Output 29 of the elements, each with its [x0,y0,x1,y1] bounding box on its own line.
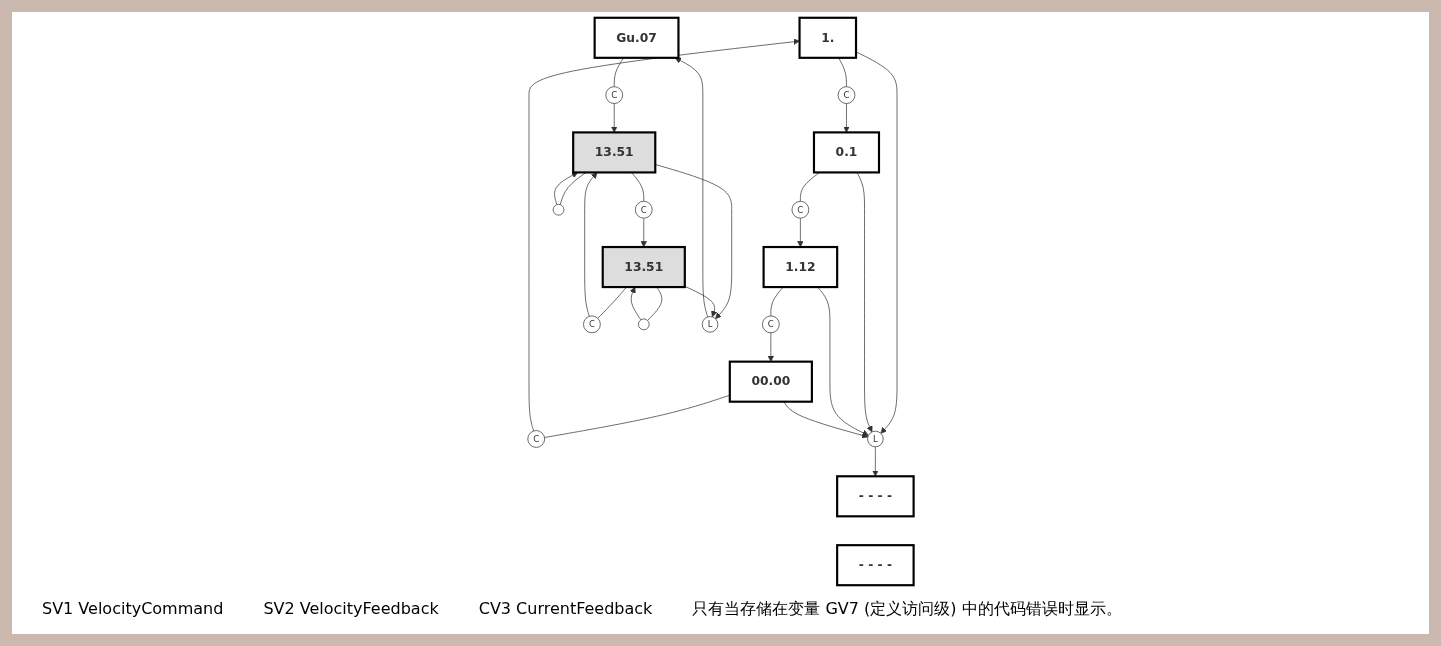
note-text: 只有当存储在变量 GV7 (定义访问级) 中的代码错误时显示。 [692,599,1122,620]
note-text: SV2 VelocityFeedback [263,599,439,618]
node-box: 1.12 [762,245,839,289]
node-box: 0.1 [812,131,880,174]
node-circle [552,203,565,216]
node-circle: C [761,315,780,334]
connector [613,57,624,88]
node-circle: L [867,430,884,448]
connector [838,57,847,88]
connector [630,172,644,202]
note-text: CV3 CurrentFeedback [478,599,653,618]
node-box: Gu.07 [593,16,680,59]
connector [799,172,820,202]
node-circle: C [791,200,809,219]
node-circle: L [701,316,719,333]
node-circle: C [634,200,653,219]
node-circle [637,318,650,331]
node-circle: C [582,315,601,334]
node-box: 13.51 [571,131,657,174]
node-box: 1. [798,16,857,59]
node-circle: C [527,430,545,448]
node-box: - - - - [835,475,915,518]
note-text: SV1 VelocityCommand [42,599,224,618]
node-circle: C [605,86,623,104]
node-box: 13.51 [601,245,686,289]
connector [543,394,730,438]
node-circle: C [837,86,856,104]
node-box: 00.00 [728,360,813,403]
node-box: - - - - [835,544,915,587]
